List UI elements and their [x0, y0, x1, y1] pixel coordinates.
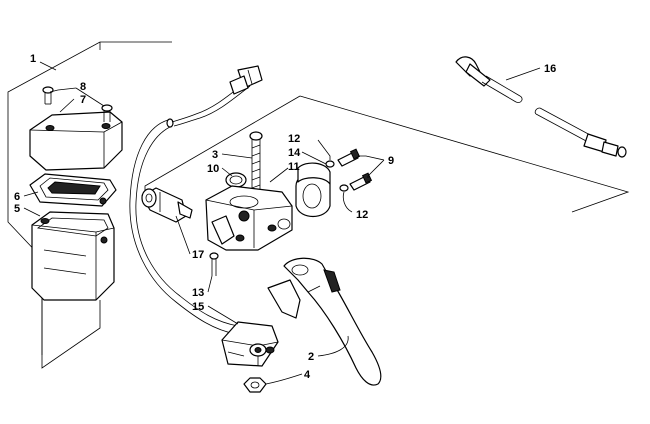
- cover-screw-right: [101, 104, 113, 122]
- callout-4: 4: [304, 369, 311, 381]
- callout-1: 1: [30, 53, 36, 65]
- callout-12-lower: 12: [356, 209, 368, 221]
- callout-15: 15: [192, 301, 204, 313]
- callout-9: 9: [388, 155, 394, 167]
- assembly-frame-lines: [7, 41, 630, 369]
- callout-17: 17: [192, 249, 204, 261]
- callout-7: 7: [80, 94, 86, 106]
- callout-2: 2: [308, 351, 314, 363]
- callout-13: 13: [192, 287, 204, 299]
- callout-3: 3: [212, 149, 218, 161]
- callout-16: 16: [544, 63, 556, 75]
- master-cylinder-body: [205, 185, 293, 251]
- callout-12-upper: 12: [288, 133, 300, 145]
- switch-wire-harness: [171, 65, 263, 127]
- reservoir-cover: [29, 111, 123, 171]
- callout-labels: 1 8 7 6 5 3 10 12 14 11 9 12 17 13 15 2 …: [14, 53, 556, 381]
- brake-hose: [129, 118, 239, 335]
- clamp-washer-upper: [325, 160, 335, 168]
- throttle-cable: [455, 56, 627, 158]
- clamp-washer-lower: [339, 184, 349, 192]
- leader-lines: [23, 61, 541, 385]
- clamp-bolt-lower: [349, 172, 373, 191]
- callout-6: 6: [14, 191, 20, 203]
- cover-screw-left: [42, 86, 54, 105]
- callout-11: 11: [288, 161, 300, 173]
- lever-screw: [209, 252, 219, 276]
- callout-14: 14: [288, 147, 301, 159]
- clamp-bolt-upper: [337, 148, 361, 167]
- handlebar-clamp: [295, 162, 331, 218]
- switch-housing: [221, 321, 279, 367]
- brake-light-switch: [141, 187, 193, 223]
- o-ring: [225, 172, 247, 188]
- callout-10: 10: [207, 163, 219, 175]
- callout-8: 8: [80, 81, 86, 93]
- reservoir-diaphragm: [29, 173, 117, 207]
- hex-nut: [243, 377, 267, 393]
- reservoir-body: [31, 211, 115, 301]
- callout-5: 5: [14, 203, 20, 215]
- brake-lever: [267, 257, 382, 386]
